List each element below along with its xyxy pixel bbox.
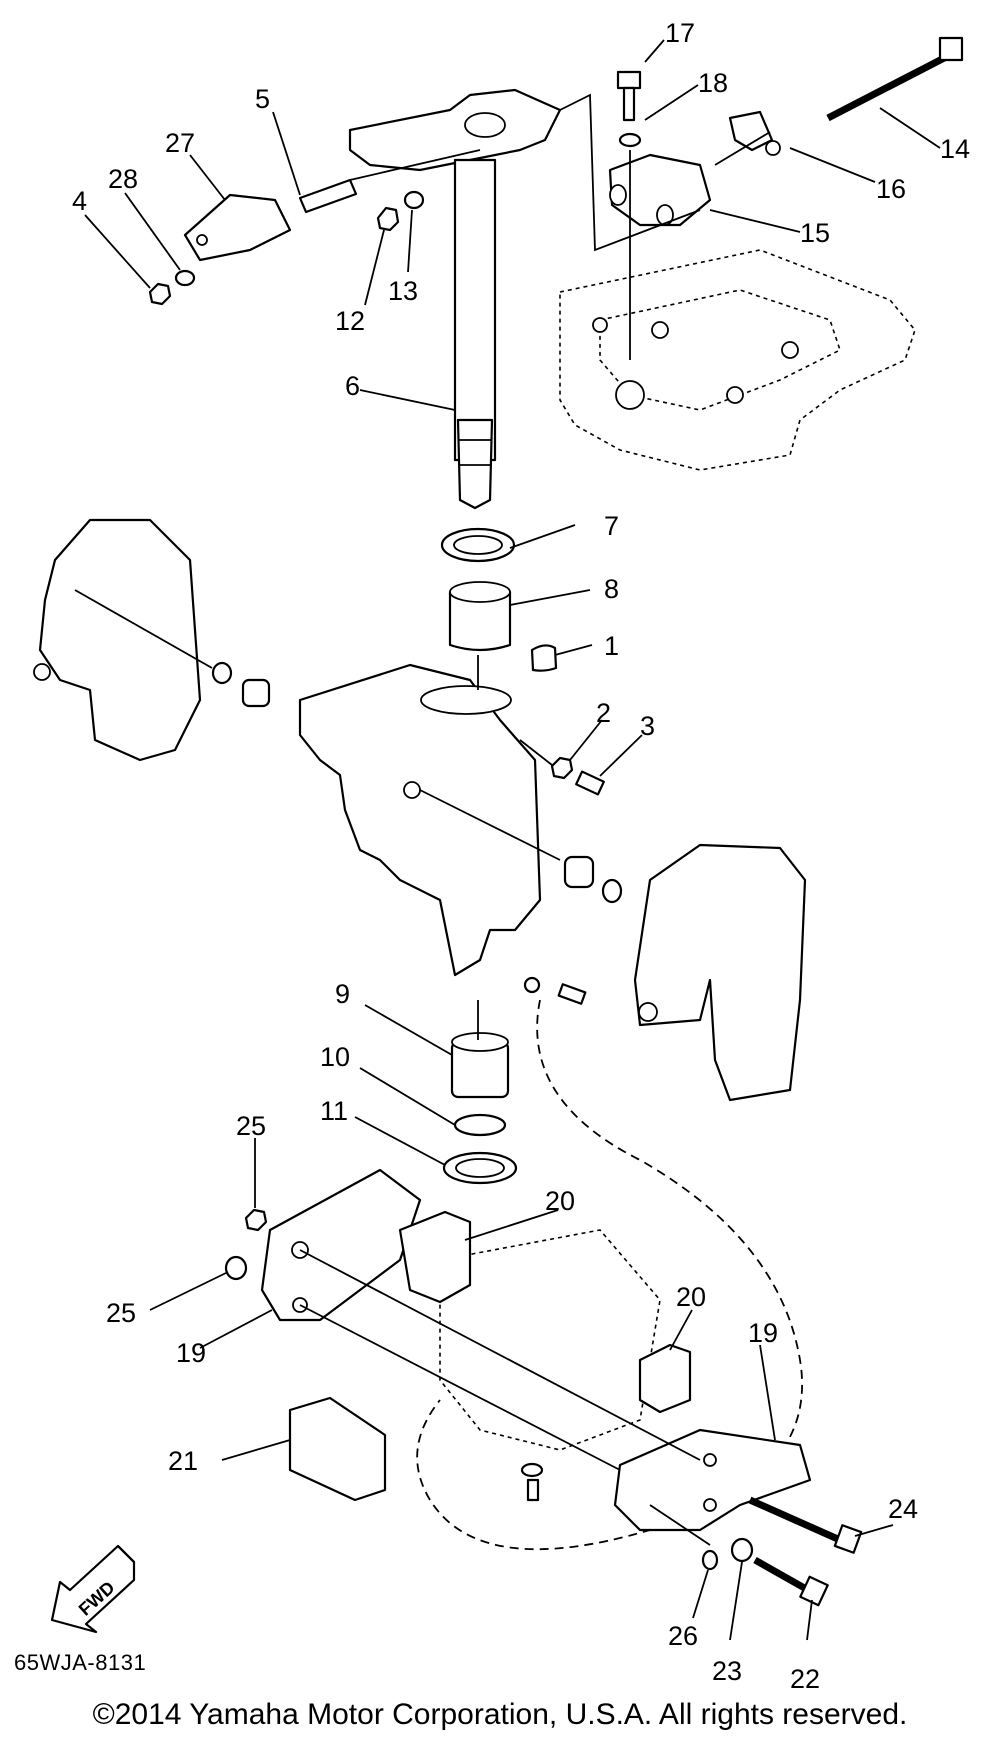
callout-19-right: 19: [748, 1318, 778, 1348]
nut-4: [148, 282, 172, 306]
swivel-bracket: [298, 663, 542, 977]
callout-24: 24: [888, 1494, 918, 1524]
callout-18: 18: [698, 68, 728, 98]
callout-23: 23: [712, 1656, 742, 1686]
clip-26: [701, 1549, 719, 1571]
mount-rubber-20-lower: [638, 1343, 692, 1414]
washer-11: [442, 1151, 518, 1185]
washer-left: [211, 661, 233, 685]
washer-right: [601, 878, 623, 904]
washer-7: [440, 527, 516, 563]
nut-25-upper: [244, 1208, 268, 1232]
cover-21: [288, 1396, 387, 1502]
bottom-cowling-plate: [559, 249, 916, 471]
callout-9: 9: [335, 979, 350, 1009]
washer-23: [730, 1537, 754, 1563]
callout-5: 5: [255, 84, 270, 114]
screw-lower-unit: [520, 1462, 544, 1502]
callout-27: 27: [165, 128, 195, 158]
callout-14: 14: [940, 134, 970, 164]
callout-12: 12: [335, 306, 365, 336]
callout-21: 21: [168, 1446, 198, 1476]
callout-22: 22: [790, 1664, 820, 1694]
washer-25-lower: [224, 1255, 248, 1281]
upper-mount-housing-19: [260, 1168, 422, 1322]
steering-shaft: [348, 88, 562, 510]
callout-8: 8: [604, 574, 619, 604]
o-ring-10: [453, 1113, 507, 1137]
diagram-code: 65WJA-8131: [14, 1650, 147, 1675]
callout-16: 16: [876, 174, 906, 204]
collar-1: [530, 644, 558, 672]
bracket-16: [728, 110, 781, 156]
bushing-8: [448, 581, 512, 652]
callout-11: 11: [320, 1096, 348, 1126]
clamp-bracket-right: [633, 843, 807, 1102]
callout-13: 13: [388, 276, 418, 306]
washer-18: [618, 132, 642, 148]
clamp-bracket-left: [33, 518, 202, 762]
callout-4: 4: [72, 186, 87, 216]
washer-13: [403, 190, 425, 210]
bracket-27: [183, 193, 292, 262]
callout-17: 17: [665, 18, 695, 48]
bushing-9: [450, 1032, 510, 1099]
holder-15: [608, 153, 712, 227]
grease-nipple-2: [550, 756, 574, 780]
callout-15: 15: [800, 218, 830, 248]
callout-19-left: 19: [176, 1338, 206, 1368]
bolt-22: [753, 1556, 829, 1607]
callout-7: 7: [604, 511, 619, 541]
callout-6: 6: [345, 371, 360, 401]
callout-10: 10: [320, 1042, 350, 1072]
copyright-notice: ©2014 Yamaha Motor Corporation, U.S.A. A…: [92, 1698, 908, 1731]
nut-12: [376, 206, 400, 232]
callout-28: 28: [108, 164, 138, 194]
callout-20-lower: 20: [676, 1282, 706, 1312]
bolt-5: [298, 149, 481, 214]
washer-28: [174, 269, 196, 287]
rod-14: [826, 36, 964, 122]
callout-20-upper: 20: [545, 1186, 575, 1216]
bolt-24: [748, 1496, 863, 1554]
callout-26: 26: [668, 1621, 698, 1651]
bushing-left: [241, 678, 271, 708]
fwd-arrow-icon: FWD: [50, 1544, 136, 1634]
lower-mount-housing-19: [613, 1428, 812, 1532]
grease-nipple-lower: [523, 976, 587, 1005]
bolt-3: [575, 770, 605, 796]
callout-1: 1: [604, 631, 619, 661]
callout-25-upper: 25: [236, 1111, 266, 1141]
callout-3: 3: [640, 711, 655, 741]
mount-rubber-20-upper: [398, 1210, 472, 1304]
callout-2: 2: [596, 698, 611, 728]
bushing-right: [563, 855, 595, 889]
callout-25-lower: 25: [106, 1298, 136, 1328]
bolt-17: [616, 70, 642, 122]
